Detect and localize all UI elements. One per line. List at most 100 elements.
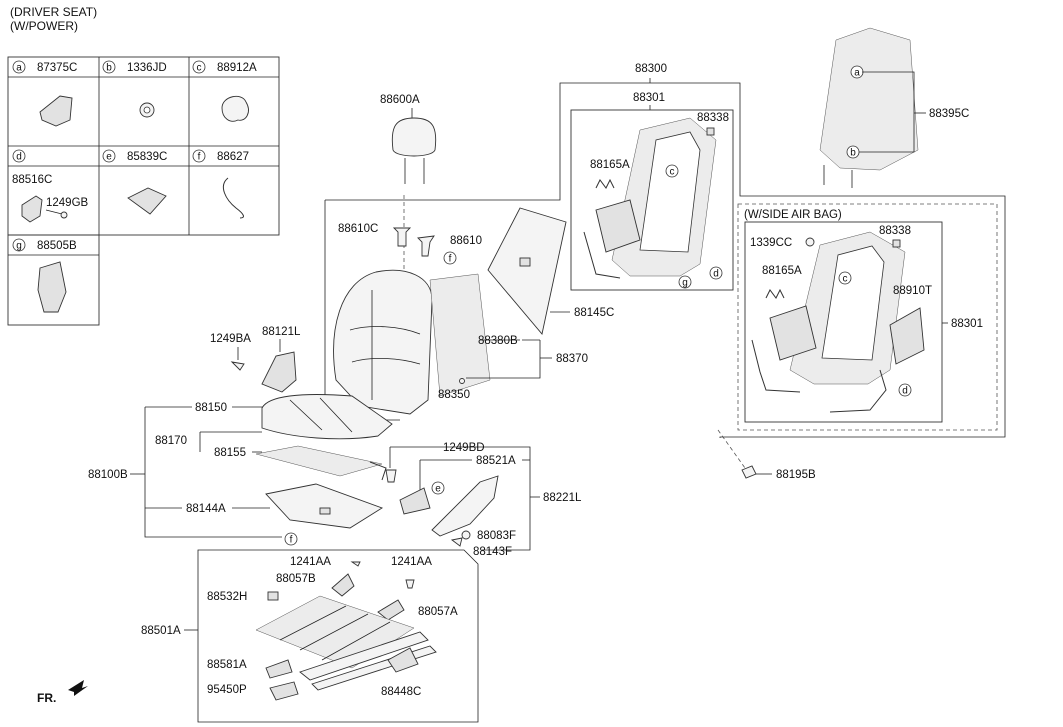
label-1249BD: 1249BD bbox=[443, 442, 485, 454]
label-88083F: 88083F bbox=[477, 530, 516, 542]
guide-88610C-icon bbox=[392, 227, 412, 247]
label-88581A: 88581A bbox=[207, 659, 247, 671]
bracket-88057A-icon bbox=[377, 599, 405, 621]
callout-d-top: d bbox=[713, 269, 719, 280]
wire-88627-icon bbox=[223, 177, 244, 219]
label-88170: 88170 bbox=[155, 435, 187, 447]
cushion-pad-icon bbox=[255, 445, 383, 477]
seat-cushion-icon bbox=[261, 394, 393, 440]
side-airbag-frame-box bbox=[744, 221, 943, 423]
bolt-88195B-icon bbox=[741, 465, 757, 479]
guide-88610-icon bbox=[417, 235, 435, 257]
legend-g-letter: g bbox=[16, 241, 22, 252]
callout-c-top: c bbox=[670, 167, 675, 178]
legend-b-letter: b bbox=[106, 63, 112, 74]
label-1339CC: 1339CC bbox=[750, 237, 792, 249]
label-88338-sab: 88338 bbox=[879, 225, 911, 237]
label-88144A: 88144A bbox=[186, 503, 226, 515]
front-arrow-icon bbox=[68, 680, 88, 696]
module-95450P-icon bbox=[269, 681, 299, 701]
label-88380B: 88380B bbox=[478, 335, 518, 347]
legend-d-part1: 88516C bbox=[12, 174, 52, 186]
callout-f-seat: f bbox=[290, 535, 293, 546]
label-88121L: 88121L bbox=[262, 326, 301, 338]
legend-d-letter: d bbox=[16, 152, 22, 163]
label-88300: 88300 bbox=[635, 63, 667, 75]
seatback-panel-88395C: a b 88395C bbox=[819, 27, 969, 188]
label-1249BA: 1249BA bbox=[210, 333, 251, 345]
label-88195B: 88195B bbox=[776, 469, 816, 481]
side-airbag-box bbox=[737, 203, 998, 431]
label-88165A-sab: 88165A bbox=[762, 265, 802, 277]
front-direction-label: FR. bbox=[37, 691, 56, 705]
label-1241AA-right: 1241AA bbox=[391, 556, 432, 568]
callout-g-top: g bbox=[682, 278, 688, 289]
legend-f-part: 88627 bbox=[217, 151, 249, 163]
legend-b-part: 1336JD bbox=[127, 62, 167, 74]
label-88221L: 88221L bbox=[543, 492, 582, 504]
callout-b-top: b bbox=[850, 148, 856, 159]
switch-88521A-icon bbox=[399, 487, 431, 515]
clip-87375C-icon bbox=[39, 95, 73, 127]
label-88501A: 88501A bbox=[141, 625, 181, 637]
motor-88505B-icon bbox=[37, 261, 67, 313]
callout-e-side: e bbox=[435, 484, 441, 495]
label-88610: 88610 bbox=[450, 235, 482, 247]
backrest-frame-sab bbox=[751, 231, 925, 413]
backrest-cover-icon bbox=[333, 269, 433, 415]
headrest-icon bbox=[391, 117, 437, 157]
side-cover-88121L-icon bbox=[261, 351, 297, 393]
label-88395C: 88395C bbox=[929, 108, 969, 120]
label-88057A: 88057A bbox=[418, 606, 458, 618]
grommet-1336JD-icon bbox=[139, 102, 155, 118]
label-88521A: 88521A bbox=[476, 455, 516, 467]
label-88143F: 88143F bbox=[473, 546, 512, 558]
callout-a-top: a bbox=[854, 68, 860, 79]
label-88100B: 88100B bbox=[88, 469, 128, 481]
label-88338-top: 88338 bbox=[697, 112, 729, 124]
label-88350: 88350 bbox=[438, 389, 470, 401]
screw-1249BD-icon bbox=[385, 469, 397, 483]
label-88155: 88155 bbox=[214, 447, 246, 459]
clip-88912A-icon bbox=[221, 95, 249, 122]
back-board-icon bbox=[487, 207, 567, 335]
label-88150: 88150 bbox=[195, 402, 227, 414]
label-1241AA-left: 1241AA bbox=[290, 556, 331, 568]
header-line2: (W/POWER) bbox=[10, 19, 78, 33]
label-88145C: 88145C bbox=[574, 307, 614, 319]
label-88165A-top: 88165A bbox=[590, 159, 630, 171]
header-line1: (DRIVER SEAT) bbox=[10, 5, 97, 19]
legend-table: a 87375C b 1336JD c 88912A d 88516C 1249… bbox=[7, 56, 280, 326]
callout-f-back: f bbox=[449, 254, 452, 265]
legend-a-part: 87375C bbox=[37, 62, 77, 74]
bracket-88057B-icon bbox=[331, 573, 355, 597]
track-box bbox=[197, 549, 479, 723]
legend-f-letter: f bbox=[198, 152, 201, 163]
legend-g-part: 88505B bbox=[37, 240, 77, 252]
label-88600A: 88600A bbox=[380, 94, 420, 106]
legend-d-part2: 1249GB bbox=[46, 197, 89, 209]
label-88910T: 88910T bbox=[893, 285, 932, 297]
motor-88448C-icon bbox=[387, 647, 419, 673]
screw-1249BA-icon bbox=[230, 361, 245, 371]
label-88370: 88370 bbox=[556, 353, 588, 365]
callout-c-sab: c bbox=[843, 274, 848, 285]
legend-e-letter: e bbox=[106, 152, 112, 163]
legend-c-part: 88912A bbox=[217, 62, 257, 74]
callout-d-sab: d bbox=[902, 386, 908, 397]
label-88301-top: 88301 bbox=[633, 92, 665, 104]
label-88532H: 88532H bbox=[207, 591, 247, 603]
label-88057B: 88057B bbox=[276, 573, 316, 585]
legend-c-letter: c bbox=[197, 63, 202, 74]
bracket-88516C-icon bbox=[21, 195, 68, 223]
legend-a-letter: a bbox=[16, 63, 22, 74]
legend-e-part: 85839C bbox=[127, 151, 167, 163]
label-88610C: 88610C bbox=[338, 223, 378, 235]
label-side-airbag: (W/SIDE AIR BAG) bbox=[744, 209, 842, 221]
side-shield-88221L-icon bbox=[431, 475, 499, 537]
motor-88581A-icon bbox=[265, 659, 293, 679]
label-88448C: 88448C bbox=[381, 686, 421, 698]
label-95450P: 95450P bbox=[207, 684, 247, 696]
